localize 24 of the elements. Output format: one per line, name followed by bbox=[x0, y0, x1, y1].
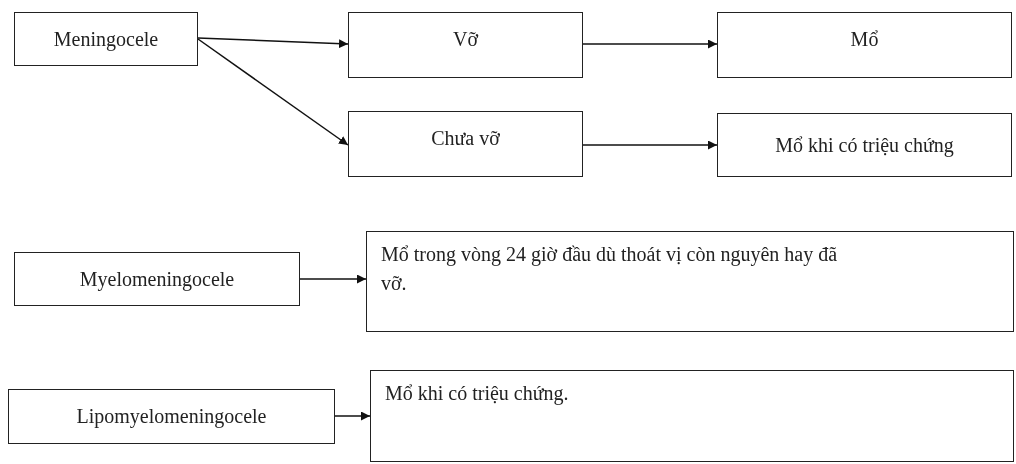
process-box bbox=[717, 113, 1012, 177]
arrow bbox=[299, 274, 367, 284]
process-box bbox=[8, 389, 335, 444]
process-box bbox=[348, 111, 583, 177]
box-text: Lipomyelomeningocele bbox=[76, 404, 267, 430]
process-box bbox=[348, 12, 583, 78]
box-text: Mổ trong vòng 24 giờ đầu dù thoát vị còn nguyên hay đã vỡ. bbox=[381, 242, 839, 296]
arrow bbox=[582, 140, 718, 150]
box-text: Meningocele bbox=[53, 26, 159, 53]
box-text: Chưa vỡ bbox=[431, 125, 500, 151]
arrow bbox=[334, 411, 371, 421]
box-text: Vỡ bbox=[453, 26, 478, 52]
process-box bbox=[370, 370, 1014, 462]
process-box bbox=[717, 12, 1012, 78]
arrow bbox=[582, 39, 718, 49]
process-box bbox=[14, 252, 300, 306]
arrow bbox=[197, 37, 349, 49]
process-box bbox=[366, 231, 1014, 332]
box-text: Mổ khi có triệu chứng bbox=[775, 132, 954, 159]
process-box bbox=[14, 12, 198, 66]
arrow bbox=[197, 38, 349, 146]
box-text: Myelomeningocele bbox=[79, 266, 235, 293]
box-text: Mổ bbox=[850, 26, 879, 52]
box-text: Mổ khi có triệu chứng. bbox=[385, 381, 569, 407]
